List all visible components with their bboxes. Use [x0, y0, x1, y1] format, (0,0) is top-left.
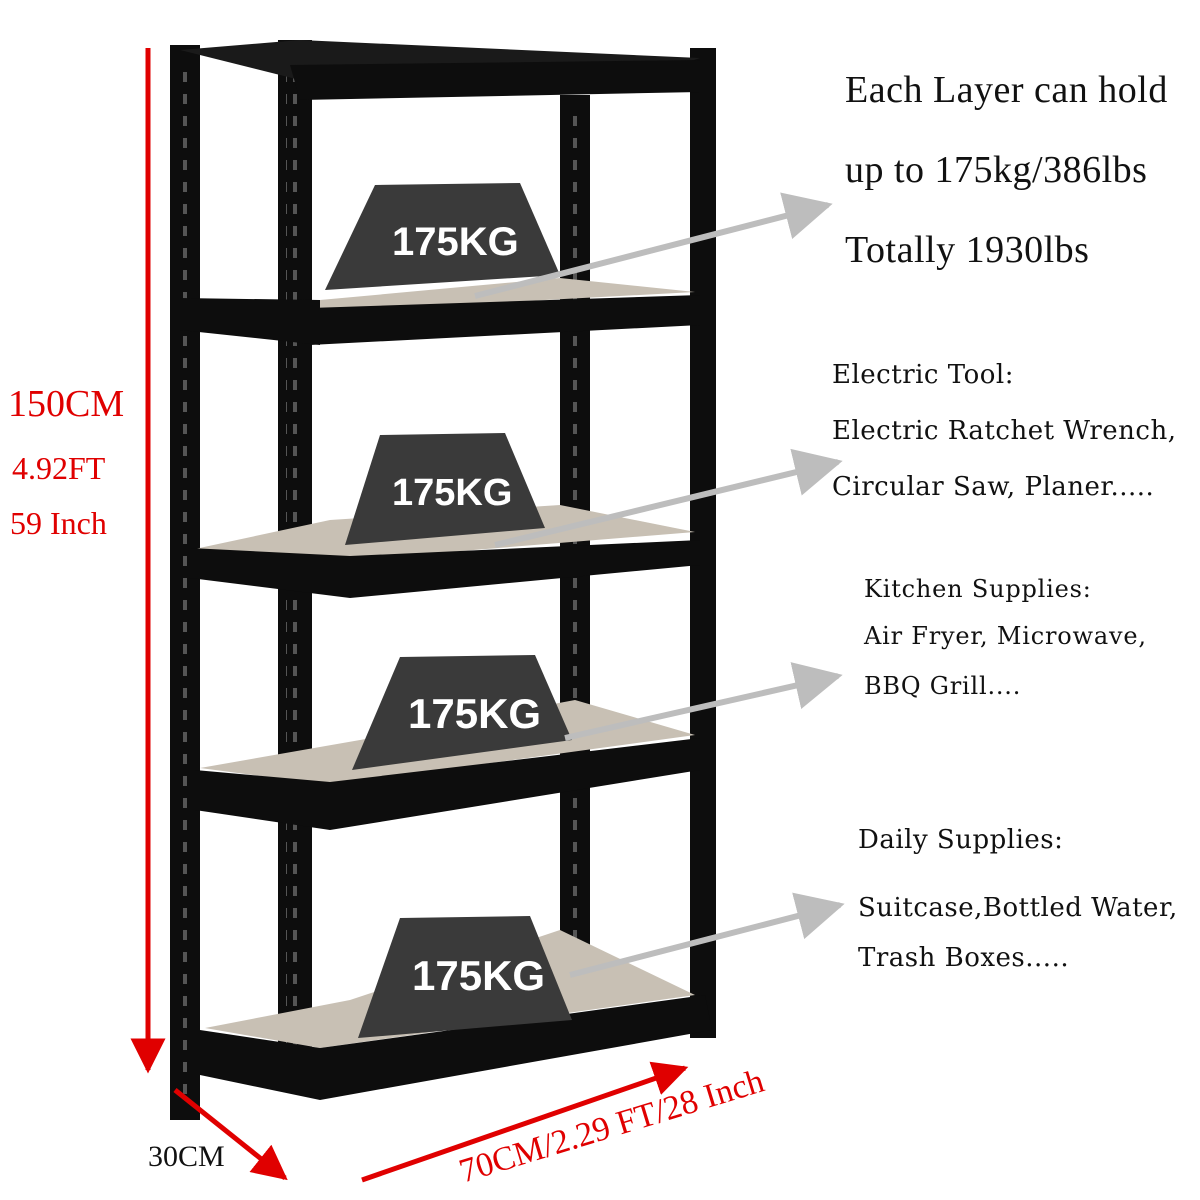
pointer-arrow-daily [569, 892, 845, 978]
category-line-daily-1: Suitcase,Bottled Water, [858, 893, 1178, 923]
category-line-daily-2: Trash Boxes..... [858, 943, 1070, 973]
category-line-kitchen-2: BBQ Grill.... [864, 672, 1022, 700]
category-line-electric-2: Circular Saw, Planer..... [832, 472, 1155, 502]
weight-shelf-4: 175KG [352, 655, 572, 770]
height-cm-label: 150CM [8, 383, 125, 425]
load-capacity-line-3: Totally 1930lbs [845, 229, 1090, 271]
category-title-daily: Daily Supplies: [858, 825, 1064, 855]
category-title-kitchen: Kitchen Supplies: [864, 575, 1092, 603]
load-capacity-line-2: up to 175kg/386lbs [845, 149, 1148, 191]
category-line-electric-1: Electric Ratchet Wrench, [832, 416, 1177, 446]
weight-label: 175KG [412, 952, 545, 999]
category-title-electric: Electric Tool: [832, 360, 1014, 390]
shelving-unit [170, 40, 716, 1120]
weight-shelf-2: 175KG [325, 183, 560, 290]
category-line-kitchen-1: Air Fryer, Microwave, [864, 622, 1147, 650]
pointer-arrow-electric [494, 448, 843, 548]
weight-shelf-3: 175KG [345, 433, 545, 545]
load-capacity-line-1: Each Layer can hold [845, 69, 1168, 111]
weight-label: 175KG [392, 472, 512, 514]
weight-label: 175KG [408, 690, 541, 737]
shelf-board-2 [320, 278, 695, 312]
height-inch-label: 59 Inch [10, 505, 107, 541]
pointer-arrow-load [474, 192, 833, 299]
weight-label: 175KG [392, 220, 519, 264]
depth-arrow [173, 1088, 288, 1181]
height-ft-label: 4.92FT [12, 450, 106, 486]
pointer-arrow-kitchen [564, 662, 843, 741]
depth-label: 30CM [148, 1140, 225, 1173]
weight-shelf-5: 175KG [358, 916, 572, 1038]
width-arrow [361, 1061, 689, 1183]
